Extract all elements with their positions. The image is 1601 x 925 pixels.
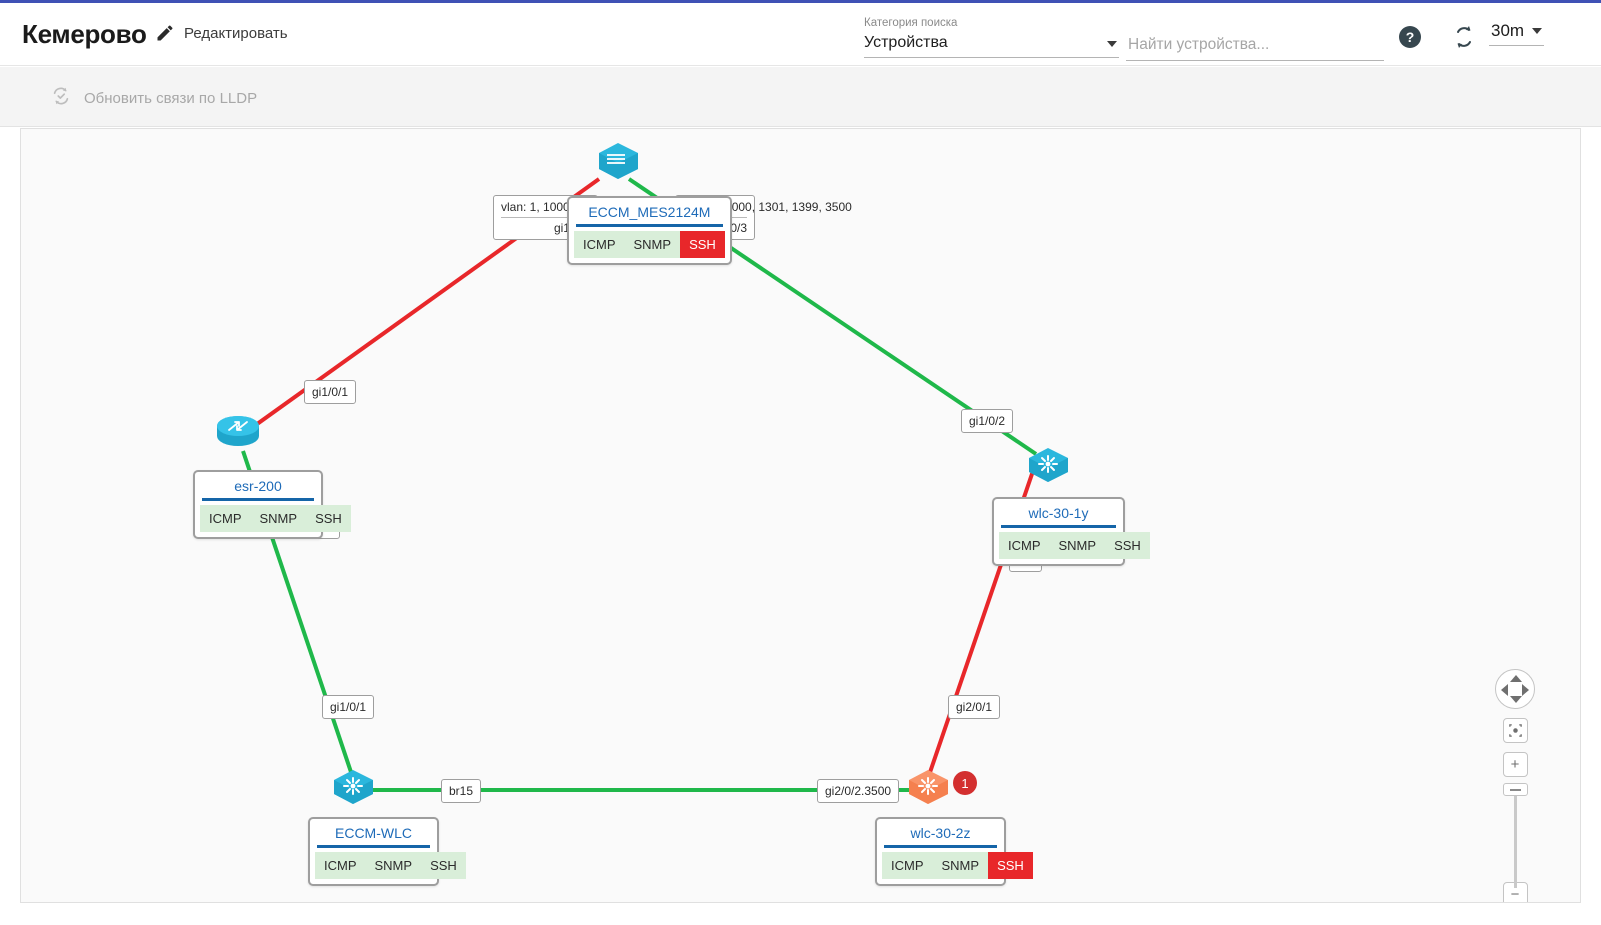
- wireless-controller-icon[interactable]: [1021, 444, 1076, 494]
- zoom-slider[interactable]: [1502, 783, 1528, 888]
- refresh-lldp-label: Обновить связи по LLDP: [84, 90, 258, 107]
- search-category-caption: Категория поиска: [864, 17, 958, 29]
- device-card-eccm-wlc[interactable]: ECCM-WLC ICMP SNMP SSH: [308, 817, 466, 886]
- port-name: br15: [449, 784, 474, 798]
- card-divider: [202, 498, 314, 501]
- service-snmp[interactable]: SNMP: [932, 852, 989, 879]
- wireless-controller-icon[interactable]: [326, 766, 381, 816]
- search-category-value: Устройства: [864, 34, 948, 51]
- alert-badge[interactable]: 1: [953, 771, 977, 795]
- port-name: gi1/0/1: [330, 700, 367, 714]
- refresh-lldp-button[interactable]: Обновить связи по LLDP: [50, 85, 257, 112]
- refresh-icon[interactable]: [1452, 24, 1476, 55]
- port-name: gi1/0/1: [312, 385, 349, 399]
- card-divider: [576, 224, 723, 227]
- service-ssh[interactable]: SSH: [1105, 532, 1150, 559]
- zoom-slider-rail: [1513, 783, 1517, 888]
- service-list: ICMP SNMP SSH: [999, 532, 1150, 559]
- service-ssh[interactable]: SSH: [421, 852, 466, 879]
- device-card-esr-200[interactable]: esr-200 ICMP SNMP SSH: [193, 470, 351, 539]
- port-label-wlc301y-uplink[interactable]: gi1/0/2: [961, 409, 1014, 433]
- port-label-eccmwlc-right[interactable]: br15: [441, 779, 482, 803]
- pencil-icon: [155, 23, 175, 43]
- port-name: gi1/0/2: [969, 414, 1006, 428]
- page-title: Кемерово: [22, 19, 147, 49]
- topology-canvas[interactable]: vlan: 1, 1000, 3500 gi1/0/1 vlan: 1, 100…: [20, 128, 1581, 903]
- topology-toolbar: Обновить связи по LLDP: [0, 67, 1601, 127]
- help-circle-icon[interactable]: ?: [1398, 25, 1422, 54]
- app-header: Кемерово Редактировать Категория поиска …: [0, 3, 1601, 66]
- service-icmp[interactable]: ICMP: [315, 852, 366, 879]
- refresh-check-icon: [50, 85, 72, 112]
- zoom-in-button[interactable]: +: [1502, 752, 1528, 777]
- device-name: ECCM-WLC: [335, 825, 412, 841]
- refresh-interval-value: 30m: [1491, 21, 1525, 40]
- device-card-eccm-mes2124m[interactable]: ECCM_MES2124M ICMP SNMP SSH: [567, 196, 732, 265]
- edit-button-label: Редактировать: [184, 24, 288, 42]
- chevron-down-icon: [1532, 28, 1543, 34]
- service-list: ICMP SNMP SSH: [574, 231, 725, 258]
- service-list: ICMP SNMP SSH: [200, 505, 351, 532]
- device-name: esr-200: [234, 478, 282, 494]
- edit-button[interactable]: Редактировать: [155, 23, 288, 43]
- service-icmp[interactable]: ICMP: [882, 852, 933, 879]
- device-card-wlc-30-1y[interactable]: wlc-30-1y ICMP SNMP SSH: [992, 497, 1150, 566]
- service-icmp[interactable]: ICMP: [574, 231, 625, 258]
- top-accent-bar: [0, 0, 1601, 3]
- service-snmp[interactable]: SNMP: [624, 231, 681, 258]
- service-ssh[interactable]: SSH: [988, 852, 1033, 879]
- map-controls: + −: [1495, 669, 1535, 902]
- service-list: ICMP SNMP SSH: [882, 852, 1033, 879]
- service-icmp[interactable]: ICMP: [999, 532, 1050, 559]
- search-field[interactable]: [1126, 35, 1384, 61]
- service-snmp[interactable]: SNMP: [250, 505, 307, 532]
- service-snmp[interactable]: SNMP: [1049, 532, 1106, 559]
- service-snmp[interactable]: SNMP: [365, 852, 422, 879]
- refresh-interval-select[interactable]: 30m: [1489, 21, 1545, 46]
- card-divider: [884, 845, 997, 848]
- card-divider: [1001, 525, 1116, 528]
- zoom-slider-handle[interactable]: [1502, 783, 1528, 796]
- wireless-controller-icon[interactable]: [901, 766, 956, 816]
- service-icmp[interactable]: ICMP: [200, 505, 251, 532]
- search-input[interactable]: [1126, 35, 1384, 55]
- port-name: gi2/0/1: [956, 700, 993, 714]
- service-ssh[interactable]: SSH: [306, 505, 351, 532]
- chevron-down-icon: [1107, 41, 1117, 47]
- switch-icon[interactable]: [591, 139, 646, 189]
- port-label-esr-downlink[interactable]: gi1/0/1: [322, 695, 375, 719]
- port-label-esr-uplink[interactable]: gi1/0/1: [304, 380, 357, 404]
- card-divider: [317, 845, 430, 848]
- device-name: ECCM_MES2124M: [588, 204, 711, 220]
- device-name: wlc-30-2z: [910, 825, 971, 841]
- pan-compass-icon[interactable]: [1495, 669, 1535, 709]
- svg-text:?: ?: [1406, 29, 1415, 45]
- router-icon[interactable]: [213, 414, 263, 461]
- device-name: wlc-30-1y: [1028, 505, 1089, 521]
- service-list: ICMP SNMP SSH: [315, 852, 466, 879]
- port-label-wlc302z-uplink[interactable]: gi2/0/1: [948, 695, 1001, 719]
- service-ssh[interactable]: SSH: [680, 231, 725, 258]
- port-label-wlc302z-left[interactable]: gi2/0/2.3500: [817, 779, 900, 803]
- device-card-wlc-30-2z[interactable]: wlc-30-2z ICMP SNMP SSH: [875, 817, 1033, 886]
- search-category-select[interactable]: Категория поиска Устройства: [864, 17, 1119, 58]
- port-name: gi2/0/2.3500: [825, 784, 892, 798]
- center-map-icon[interactable]: [1502, 718, 1528, 743]
